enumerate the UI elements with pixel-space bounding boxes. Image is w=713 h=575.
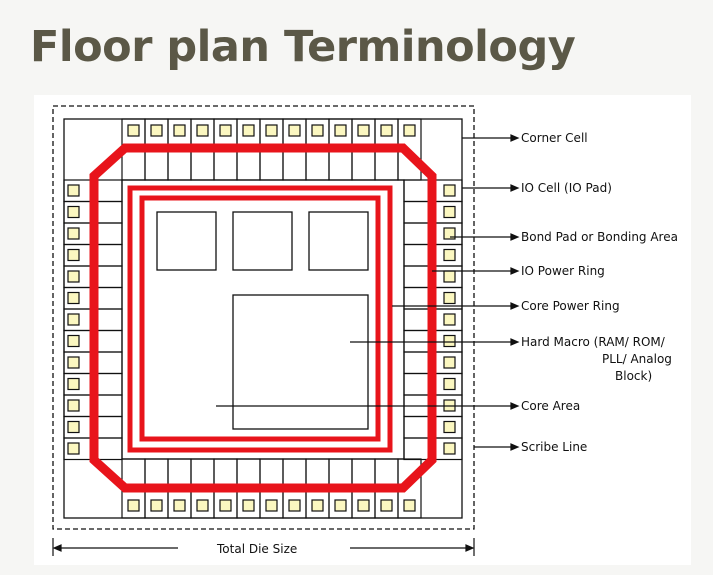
io-power-ring (89, 143, 437, 493)
label-total-die-size: Total Die Size (216, 542, 297, 556)
macro-block-1 (156, 211, 217, 271)
bond-pad (380, 124, 393, 137)
bond-pad (67, 227, 80, 240)
bond-pad (196, 499, 209, 512)
core-power-ring-inner (139, 195, 381, 442)
bond-pad (242, 499, 255, 512)
bond-pad (443, 334, 456, 348)
bond-pad (443, 184, 456, 197)
bond-pad (443, 313, 456, 326)
bond-pad (67, 313, 80, 326)
bond-pad (173, 499, 186, 512)
label-io-power-ring: IO Power Ring (521, 264, 605, 278)
label-hard-macro-line1: Hard Macro (RAM/ ROM/ (521, 335, 666, 349)
macro-block-2 (232, 211, 293, 271)
bond-pad (67, 356, 80, 369)
hard-macro-block (232, 294, 369, 430)
core-area-outline (121, 179, 405, 460)
bond-pad (67, 399, 80, 412)
bond-pad (219, 124, 232, 137)
bond-pad (242, 124, 255, 137)
label-core-area: Core Area (521, 399, 580, 413)
bond-pad (380, 499, 393, 512)
bond-pad (67, 270, 80, 283)
bond-pad (403, 124, 416, 137)
bond-pads (67, 124, 456, 512)
bond-pad (357, 124, 370, 137)
bond-pad (443, 227, 456, 240)
bond-pad (443, 291, 456, 305)
bond-pad (67, 420, 80, 434)
bond-pad (150, 124, 163, 137)
bond-pad (443, 205, 456, 219)
slide-title: Floor plan Terminology (30, 22, 576, 72)
label-bond-pad: Bond Pad or Bonding Area (521, 230, 678, 244)
bond-pad (67, 334, 80, 348)
bond-pad (443, 420, 456, 434)
bond-pad (288, 499, 301, 512)
scribe-line-boundary (52, 105, 475, 530)
bond-pad (311, 124, 324, 137)
bond-pad (127, 499, 140, 512)
label-core-power-ring: Core Power Ring (521, 299, 620, 313)
bond-pad (67, 184, 80, 197)
macro-block-3 (308, 211, 369, 271)
leader-lines (52, 134, 520, 556)
bond-pad (67, 442, 80, 455)
label-hard-macro-line2: PLL/ Analog (602, 352, 672, 366)
bond-pad (357, 499, 370, 512)
bond-pad (219, 499, 232, 512)
bond-pad (265, 499, 278, 512)
bond-pad (403, 499, 416, 512)
bond-pad (265, 124, 278, 137)
bond-pad (67, 291, 80, 305)
bond-pad (150, 499, 163, 512)
bond-pad (288, 124, 301, 137)
bond-pad (334, 499, 347, 512)
bond-pad (443, 356, 456, 369)
label-hard-macro-line3: Block) (615, 369, 652, 383)
bond-pad (334, 124, 347, 137)
core-power-ring-outer (127, 185, 393, 453)
bond-pad (173, 124, 186, 137)
bond-pad (67, 205, 80, 219)
label-io-cell: IO Cell (IO Pad) (521, 181, 612, 195)
bond-pad (443, 377, 456, 391)
bond-pad (443, 248, 456, 262)
bond-pad (127, 124, 140, 137)
label-scribe-line: Scribe Line (521, 440, 587, 454)
bond-pad (443, 270, 456, 283)
bond-pad (311, 499, 324, 512)
bond-pad (196, 124, 209, 137)
label-corner-cell: Corner Cell (521, 131, 588, 145)
bond-pad (443, 442, 456, 455)
bond-pad (67, 248, 80, 262)
bond-pad (67, 377, 80, 391)
